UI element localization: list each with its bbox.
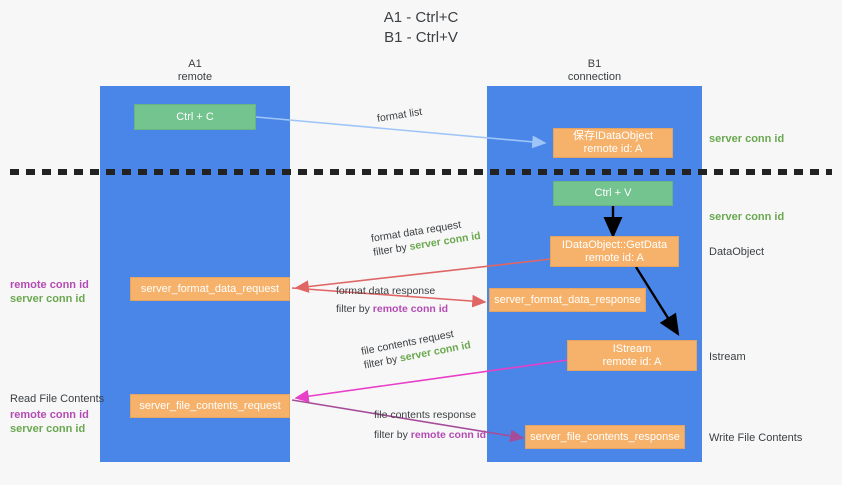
box-save-idataobject-line2: remote id: A	[583, 143, 643, 155]
edge-label-format-data-request: format data request filter by server con…	[370, 215, 482, 260]
box-ctrl-v-label: Ctrl + V	[594, 187, 632, 199]
box-ctrl-c[interactable]: Ctrl + C	[134, 104, 256, 130]
right-label-write-file-contents: Write File Contents	[709, 432, 803, 444]
column-a1-sub: remote	[177, 71, 213, 83]
left-label-group-file-contents: Read File Contents remote conn id server…	[10, 392, 104, 436]
format-data-response-line2: filter by remote conn id	[336, 303, 449, 315]
edge-label-file-contents-request: file contents request filter by server c…	[360, 324, 472, 372]
box-server-format-data-response-label: server_format_data_response	[494, 293, 641, 306]
edge-label-format-data-response: format data response filter by remote co…	[336, 284, 448, 316]
edge-label-file-contents-response: file contents response filter by remote …	[374, 408, 486, 442]
left-label-remote-conn-id-1: remote conn id	[10, 279, 89, 291]
column-a1-name: A1	[188, 58, 202, 70]
left-label-group-format: remote conn id server conn id	[10, 278, 89, 306]
box-ctrl-c-label: Ctrl + C	[176, 110, 214, 123]
box-istream[interactable]: IStream remote id: A	[567, 340, 697, 371]
box-save-idataobject-line1: 保存IDataObject	[572, 130, 654, 142]
title-line-1: A1 - Ctrl+C	[383, 9, 459, 26]
box-getdata-line1: IDataObject::GetData	[561, 238, 668, 251]
box-server-file-contents-request[interactable]: server_file_contents_request	[130, 394, 290, 418]
title-line-2: B1 - Ctrl+V	[384, 29, 458, 46]
box-server-file-contents-response[interactable]: server_file_contents_response	[525, 425, 685, 449]
box-server-format-data-request[interactable]: server_format_data_request	[130, 277, 290, 301]
box-server-file-contents-response-label: server_file_contents_response	[530, 430, 680, 443]
box-save-idataobject[interactable]: 保存IDataObject remote id: A	[553, 128, 673, 158]
file-contents-response-line2: filter by remote conn id	[374, 429, 487, 441]
column-header-b1: B1 connection	[487, 58, 702, 84]
column-b1-name: B1	[587, 58, 602, 70]
column-b1-sub: connection	[567, 71, 622, 83]
right-label-server-conn-id-mid: server conn id	[709, 211, 785, 223]
left-label-server-conn-id-2: server conn id	[10, 423, 86, 435]
left-label-read-file-contents: Read File Contents	[10, 393, 105, 405]
box-server-format-data-request-label: server_format_data_request	[140, 282, 280, 295]
format-data-response-line1: format data response	[336, 285, 436, 297]
right-label-istream: Istream	[709, 351, 746, 363]
box-server-file-contents-request-label: server_file_contents_request	[139, 399, 281, 412]
file-contents-response-line1: file contents response	[374, 409, 477, 421]
box-server-format-data-response[interactable]: server_format_data_response	[489, 288, 646, 312]
box-istream-line1: IStream	[612, 342, 652, 355]
box-istream-line2: remote id: A	[602, 355, 662, 368]
diagram-title: A1 - Ctrl+C B1 - Ctrl+V	[0, 8, 842, 48]
left-label-server-conn-id-1: server conn id	[10, 293, 86, 305]
right-label-server-conn-id-top: server conn id	[709, 133, 785, 145]
right-label-dataobject: DataObject	[709, 246, 765, 258]
box-ctrl-v[interactable]: Ctrl + V	[553, 181, 673, 206]
box-getdata-line2: remote id: A	[585, 251, 644, 264]
column-header-a1: A1 remote	[100, 58, 290, 84]
left-label-remote-conn-id-2: remote conn id	[10, 409, 89, 421]
box-idataobject-getdata[interactable]: IDataObject::GetData remote id: A	[550, 236, 679, 267]
edge-label-format-list: format list	[376, 105, 423, 125]
